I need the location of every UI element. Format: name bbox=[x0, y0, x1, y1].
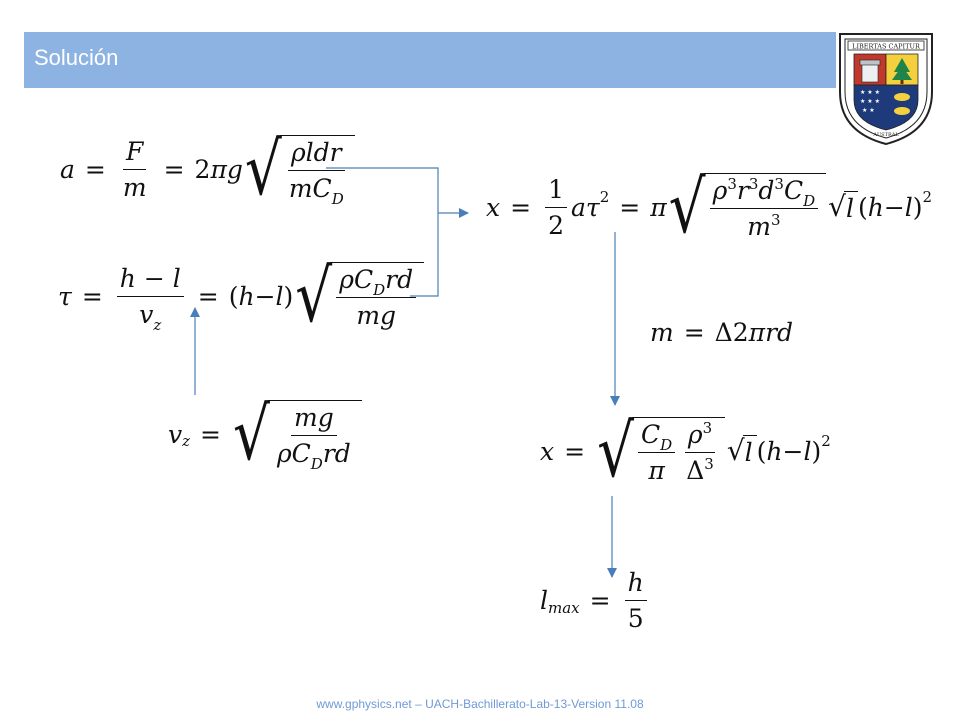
svg-text:LIBERTAS CAPITUR: LIBERTAS CAPITUR bbox=[852, 43, 921, 51]
title-bar: Solución bbox=[24, 32, 836, 88]
university-seal-logo: LIBERTAS CAPITUR ★ ★ ★ ★ ★ ★ ★ ★ AUSTRAL bbox=[839, 33, 933, 146]
svg-text:★ ★ ★: ★ ★ ★ bbox=[860, 98, 880, 105]
svg-text:AUSTRAL: AUSTRAL bbox=[872, 132, 899, 138]
svg-text:★ ★: ★ ★ bbox=[862, 107, 875, 114]
svg-text:★ ★ ★: ★ ★ ★ bbox=[860, 89, 880, 96]
footer-credit: www.gphysics.net – UACH-Bachillerato-Lab… bbox=[316, 697, 644, 711]
slide-title: Solución bbox=[34, 45, 119, 70]
connector-accel bbox=[326, 167, 439, 297]
